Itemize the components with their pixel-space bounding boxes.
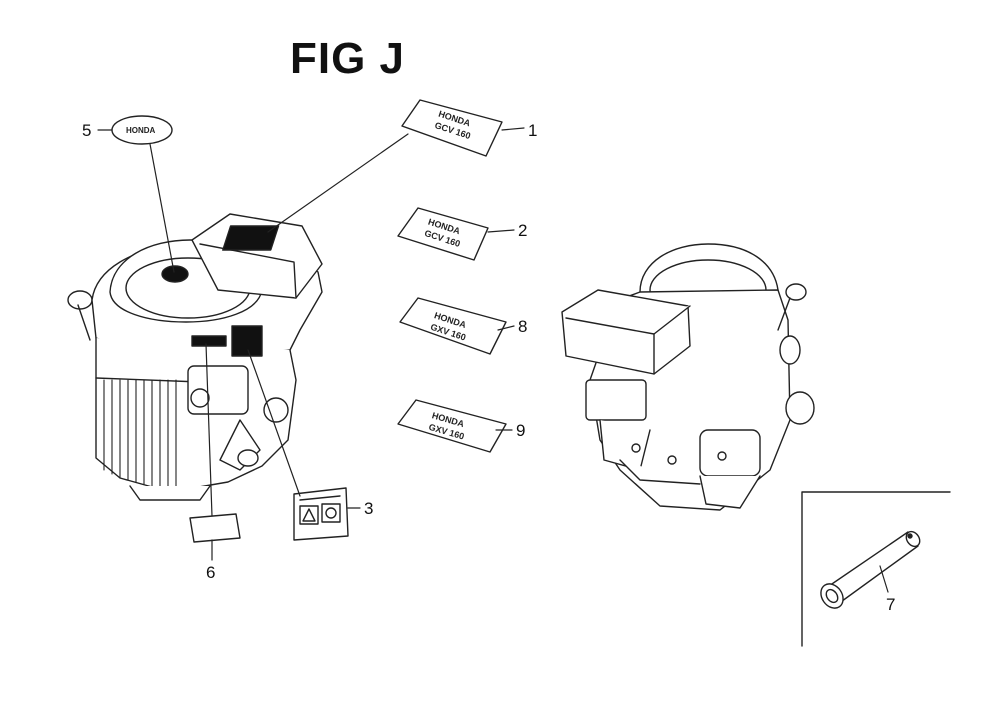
callout-3: 3 <box>364 499 373 518</box>
callout-8: 8 <box>518 317 527 336</box>
tag-6-icon <box>189 513 241 543</box>
decal-9-icon <box>397 399 507 453</box>
callout-6: 6 <box>206 563 215 582</box>
decal-1-icon <box>401 99 503 157</box>
emblem-dot <box>161 265 189 283</box>
wrench-icon <box>820 530 921 609</box>
engine-left-illustration <box>67 213 323 501</box>
wrench-inset <box>801 491 951 647</box>
emblem-text: HONDA <box>126 126 156 135</box>
decal-8-icon <box>399 297 507 355</box>
caution-label-icon <box>293 487 349 541</box>
callout-1: 1 <box>528 121 537 140</box>
callout-9: 9 <box>516 421 525 440</box>
figure-title: FIG J <box>290 34 406 83</box>
callout-7: 7 <box>886 595 895 614</box>
decal-2-icon <box>397 207 489 261</box>
leader-lines <box>97 127 889 593</box>
engine-right-illustration <box>561 243 815 511</box>
callout-2: 2 <box>518 221 527 240</box>
callout-5: 5 <box>82 121 91 140</box>
